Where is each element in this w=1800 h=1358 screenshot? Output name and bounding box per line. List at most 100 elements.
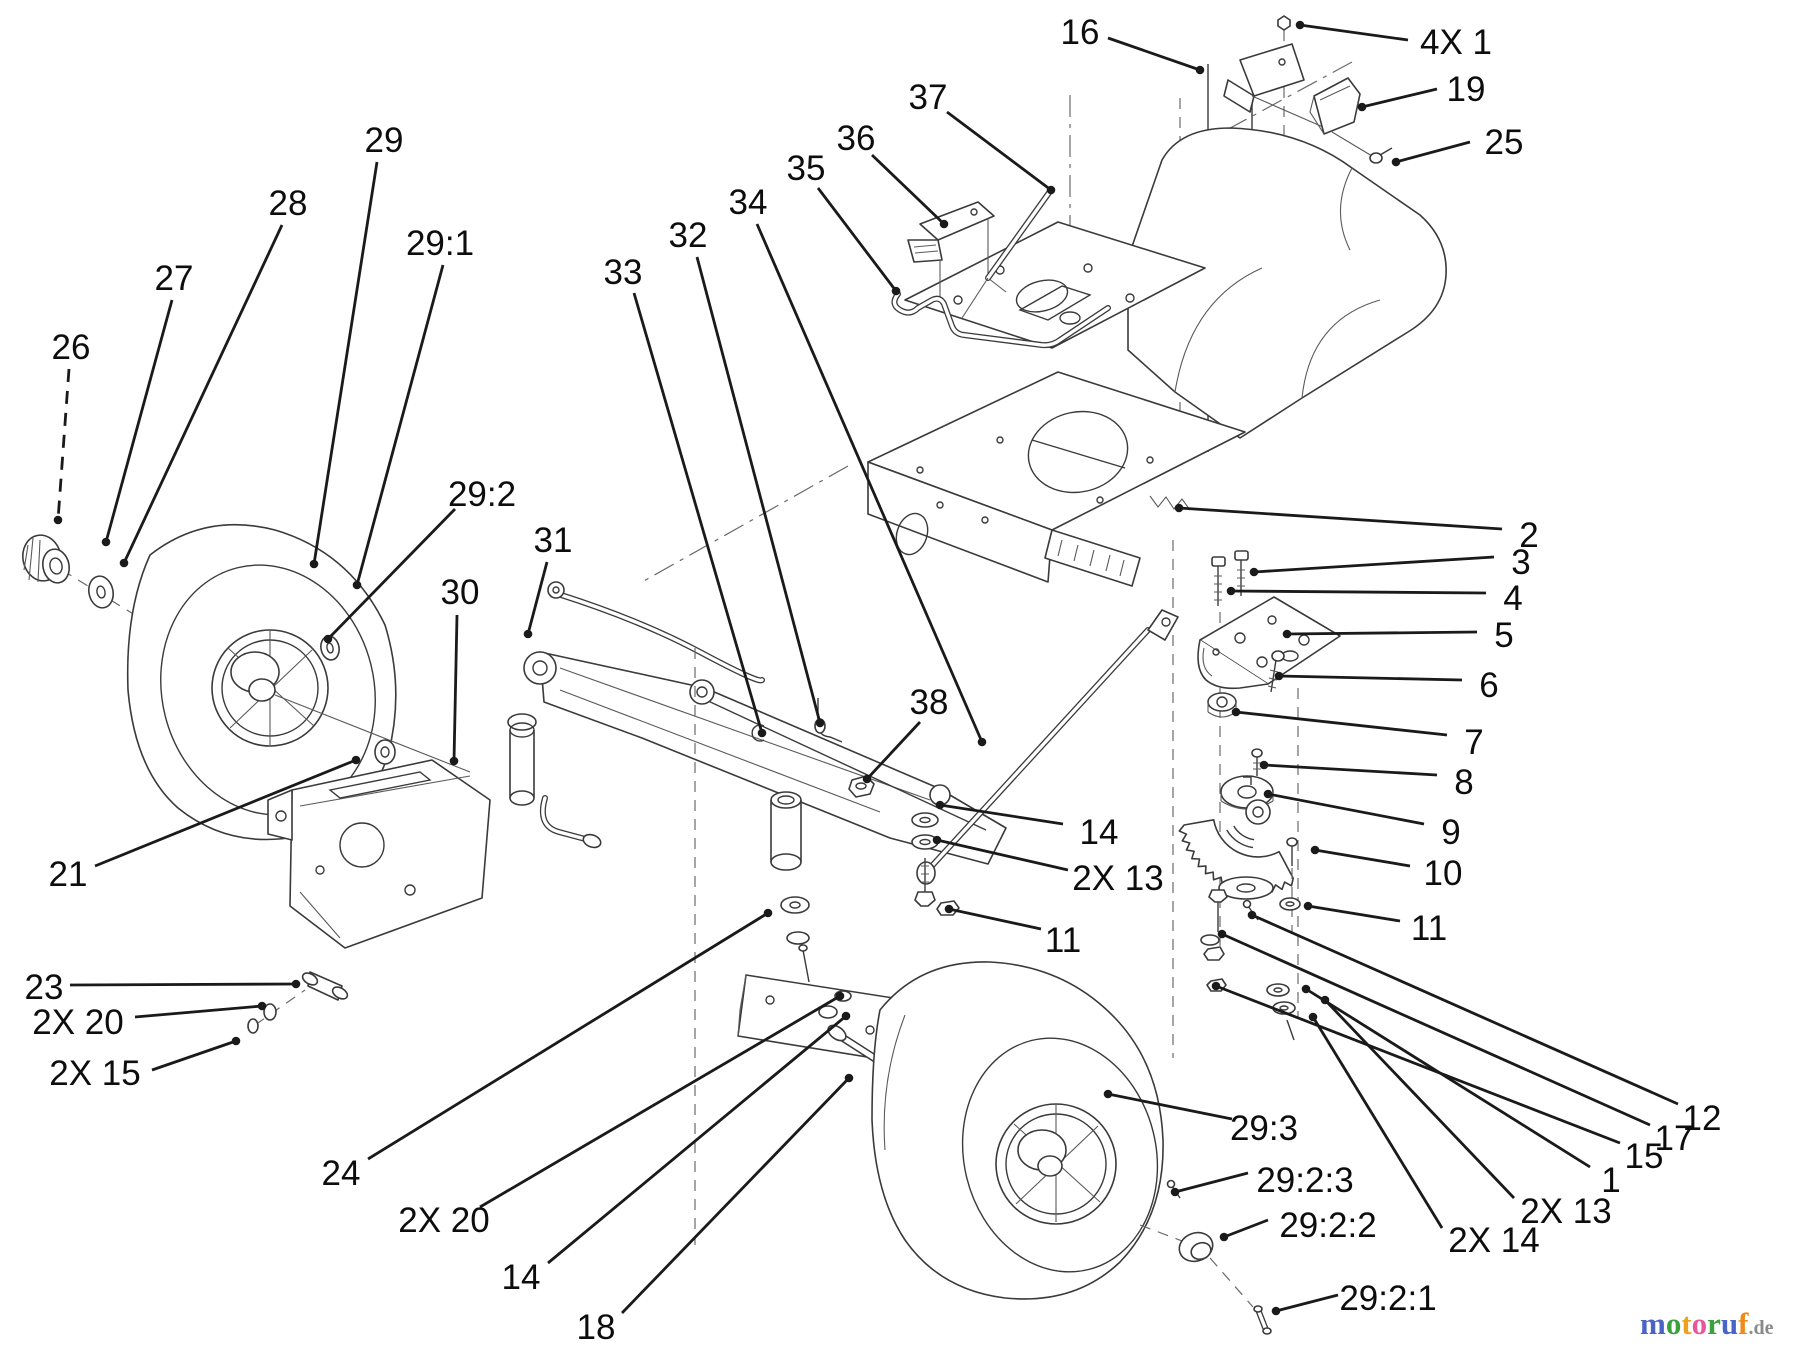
callout-dot-27 (101, 537, 111, 547)
callout-dot-12 (1247, 910, 1257, 920)
callout-label-19: 19 (1447, 70, 1486, 109)
callout-leader-29-2-1 (1275, 1293, 1339, 1313)
callout-label-23: 23 (25, 968, 64, 1007)
callout-leader-11r (1307, 904, 1401, 923)
callout-label-29-2-3: 29:2:3 (1256, 1161, 1353, 1200)
callout-label-2: 2 (1519, 516, 1538, 555)
callout-label-33: 33 (604, 253, 643, 292)
callout-dot-2x20a (257, 1001, 267, 1011)
callout-dot-29-2-2 (1219, 1232, 1229, 1242)
bracket-19-drawing (1309, 77, 1393, 164)
callout-dot-30 (449, 756, 459, 766)
callout-leader-29-1 (355, 264, 445, 586)
callout-leader-29-3 (1107, 1092, 1233, 1121)
callout-leader-37 (946, 110, 1052, 192)
callout-dot-7 (1231, 707, 1241, 717)
callout-dot-1 (1301, 984, 1311, 994)
callout-dot-29-2 (323, 634, 333, 644)
chassis-drawing (641, 30, 1447, 1058)
callout-leader-33 (632, 292, 764, 734)
callout-leader-1 (1305, 987, 1591, 1169)
callout-label-24: 24 (322, 1154, 361, 1193)
callout-label-2x20a: 2X 20 (32, 1003, 123, 1042)
callout-dot-15 (1211, 981, 1221, 991)
motoruf-letter-3: o (1691, 1306, 1708, 1341)
callout-label-31: 31 (534, 521, 573, 560)
callout-leader-38 (865, 721, 922, 780)
callout-label-35: 35 (787, 149, 826, 188)
callout-label-7: 7 (1464, 723, 1483, 762)
callout-label-34: 34 (729, 183, 768, 222)
motoruf-letter-5: u (1720, 1306, 1739, 1341)
callout-label-36: 36 (837, 119, 876, 158)
callout-label-14m: 14 (1080, 813, 1119, 852)
callout-dot-14m (935, 800, 945, 810)
callout-leader-28 (122, 224, 284, 564)
callout-leader-21 (94, 758, 357, 868)
callout-leader-2x20a (134, 1004, 263, 1019)
callout-dot-4x1 (1295, 20, 1305, 30)
callout-label-6: 6 (1479, 666, 1498, 705)
callout-dot-29-2-1 (1271, 1306, 1281, 1316)
callout-label-29-1: 29:1 (406, 224, 474, 263)
callout-leader-29-2-2 (1223, 1218, 1269, 1239)
callout-leader-26 (56, 368, 71, 521)
callout-label-28: 28 (269, 184, 308, 223)
callout-leader-30 (452, 614, 459, 762)
callout-label-2x15: 2X 15 (49, 1054, 140, 1093)
callout-label-18: 18 (577, 1308, 616, 1347)
callout-leader-2x14 (1311, 1016, 1444, 1229)
steering-gear-stack-drawing (1178, 550, 1341, 1041)
callout-dot-29-3 (1103, 1089, 1113, 1099)
callout-leader-8 (1263, 763, 1438, 777)
rod-37-drawing (961, 187, 1054, 319)
callout-leader-32 (695, 256, 822, 724)
callout-label-38: 38 (910, 683, 949, 722)
callout-dot-36 (939, 219, 949, 229)
callout-dot-8 (1259, 760, 1269, 770)
callout-dot-2x13b (1320, 995, 1330, 1005)
sector-gear-slot (1233, 825, 1255, 841)
right-wheel-drawing (871, 961, 1272, 1335)
callout-label-26: 26 (52, 328, 91, 367)
callout-leader-2x20b (479, 994, 841, 1209)
callout-dot-2x15 (231, 1036, 241, 1046)
callout-dot-33 (757, 728, 767, 738)
sector-gear-hub (1245, 799, 1271, 825)
callout-leader-6 (1278, 674, 1463, 682)
callout-leader-14b (547, 1014, 847, 1265)
callout-dot-32 (815, 718, 825, 728)
callout-dot-16 (1195, 65, 1205, 75)
callout-dot-17 (1217, 929, 1227, 939)
callout-dot-6 (1274, 671, 1284, 681)
tie-rod-drawing (848, 609, 1179, 916)
callout-label-16: 16 (1061, 13, 1100, 52)
callout-leader-15 (1215, 984, 1621, 1145)
callout-dot-10 (1310, 845, 1320, 855)
callout-label-14b: 14 (502, 1258, 541, 1297)
callout-leader-14m (939, 803, 1064, 826)
callout-dot-29-2-3 (1170, 1187, 1180, 1197)
callout-leader-2x13m (936, 838, 1069, 872)
callout-label-2x13b: 2X 13 (1520, 1192, 1611, 1231)
callout-leader-2x15 (151, 1039, 237, 1072)
callout-leader-36 (871, 153, 945, 226)
callout-leader-10 (1314, 848, 1411, 868)
callout-dot-24 (763, 908, 773, 918)
callout-dot-11r (1303, 901, 1313, 911)
callout-label-29-3: 29:3 (1230, 1109, 1298, 1148)
callout-label-4: 4 (1503, 579, 1522, 618)
callout-label-3: 3 (1511, 543, 1530, 582)
callout-dot-4 (1226, 586, 1236, 596)
callout-label-8: 8 (1454, 763, 1473, 802)
sector-gear-slot (1226, 829, 1254, 849)
motoruf-watermark: motoruf.de (1640, 1306, 1800, 1342)
callout-dot-28 (119, 558, 129, 568)
callout-leader-29-2-3 (1174, 1171, 1249, 1194)
callout-label-12: 12 (1683, 1099, 1722, 1138)
callout-leader-7 (1235, 710, 1448, 737)
callout-leader-19 (1361, 87, 1438, 109)
callout-dot-25 (1391, 157, 1401, 167)
callout-leader-27 (104, 299, 174, 543)
callout-dot-29 (309, 559, 319, 569)
